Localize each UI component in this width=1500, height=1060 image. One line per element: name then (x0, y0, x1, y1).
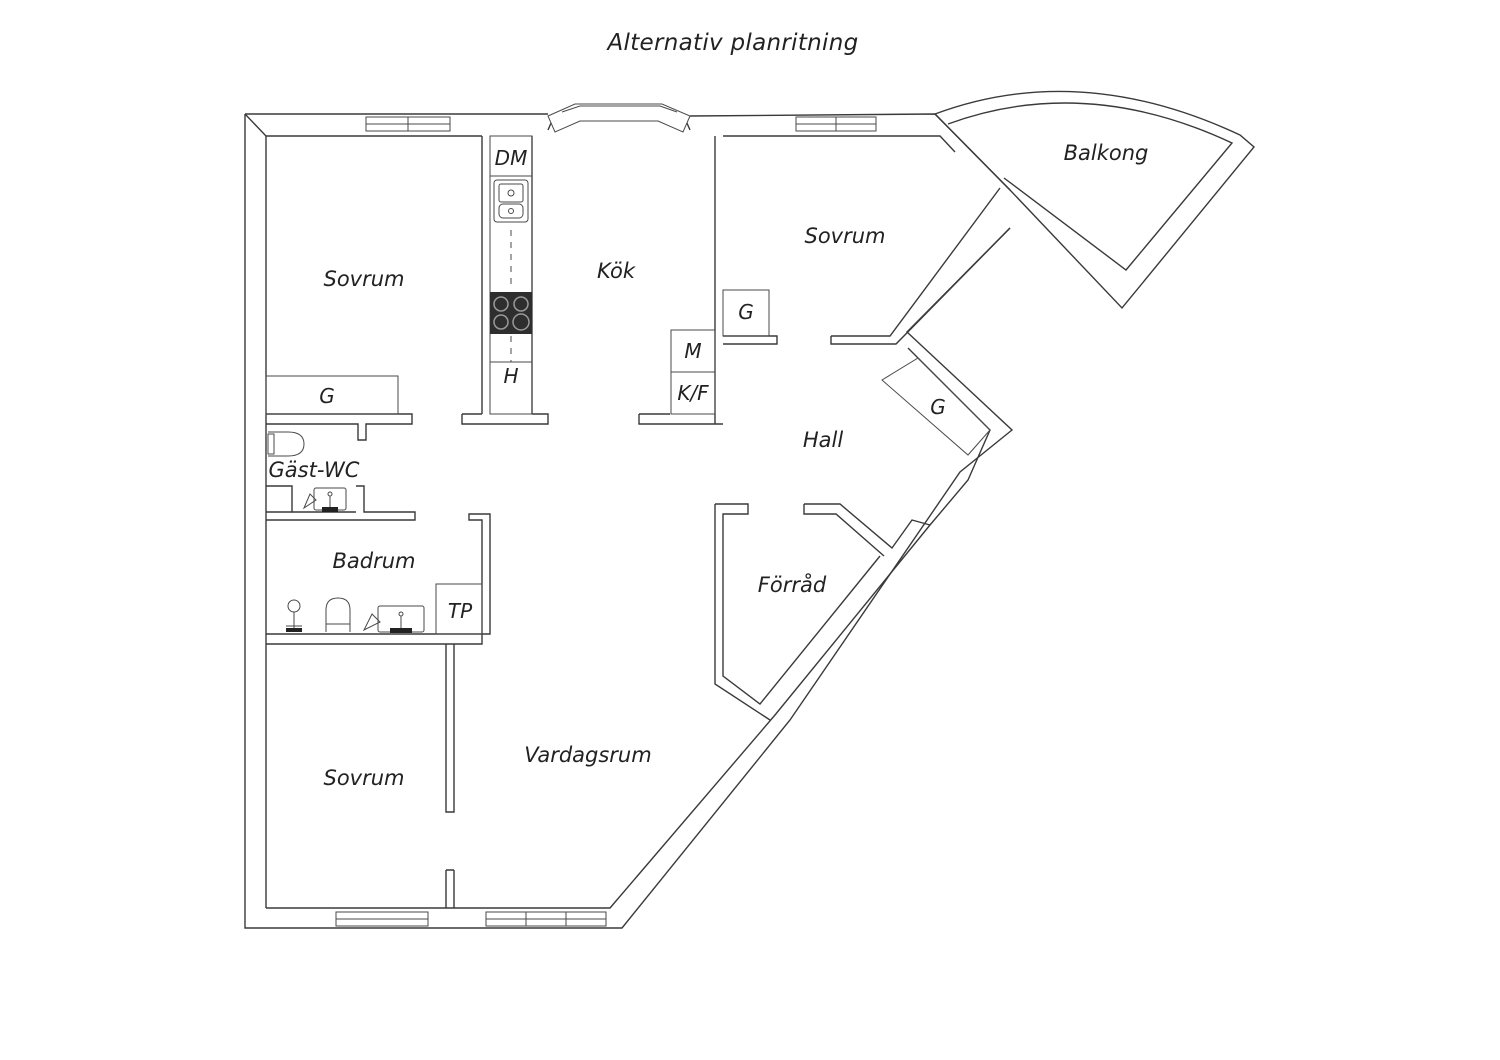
outer-walls (244, 113, 1014, 929)
fixture-label-wardrobe-top-right: G (738, 300, 754, 324)
balcony (933, 90, 1255, 310)
sink-icon (493, 179, 529, 223)
toilet-icon (325, 597, 351, 632)
laundry-box (435, 583, 483, 635)
fixture-label-dishwasher: DM (495, 146, 528, 170)
room-label-bedroom-bottom-left: Sovrum (323, 766, 404, 790)
room-label-balcony: Balkong (1064, 141, 1149, 165)
fixture-label-wardrobe-top-left: G (319, 384, 335, 408)
fixture-label-microwave: M (684, 339, 701, 363)
kitchen-counter (489, 135, 533, 415)
room-label-living-room: Vardagsrum (524, 743, 651, 767)
room-label-bedroom-top-left: Sovrum (323, 267, 404, 291)
washbasin-icon (302, 487, 347, 512)
shower-icon (286, 599, 302, 632)
wardrobe-box-top-right (722, 289, 770, 337)
page-title: Alternativ planritning (607, 30, 859, 56)
washbasin-icon (362, 605, 425, 633)
fixture-label-shelf-h: H (503, 364, 518, 388)
room-label-hall: Hall (803, 428, 843, 452)
room-label-bathroom: Badrum (332, 549, 415, 573)
fixture-label-wardrobe-hall: G (930, 395, 946, 419)
room-label-bedroom-top-right: Sovrum (804, 224, 885, 248)
fixture-label-fridge-freezer: K/F (677, 381, 709, 405)
toilet-icon (267, 431, 305, 457)
bay-window (547, 103, 691, 133)
stove-icon (490, 292, 532, 334)
room-label-storage: Förråd (758, 572, 827, 597)
room-label-guest-wc: Gäst-WC (269, 458, 360, 482)
wardrobe-box-hall (881, 357, 991, 456)
fridge-box (670, 371, 716, 415)
fixture-label-laundry: TP (448, 599, 473, 623)
windows (335, 103, 877, 927)
interior-walls (265, 135, 1011, 908)
wardrobe-box-top-left (265, 375, 399, 415)
room-label-kitchen: Kök (597, 259, 636, 283)
